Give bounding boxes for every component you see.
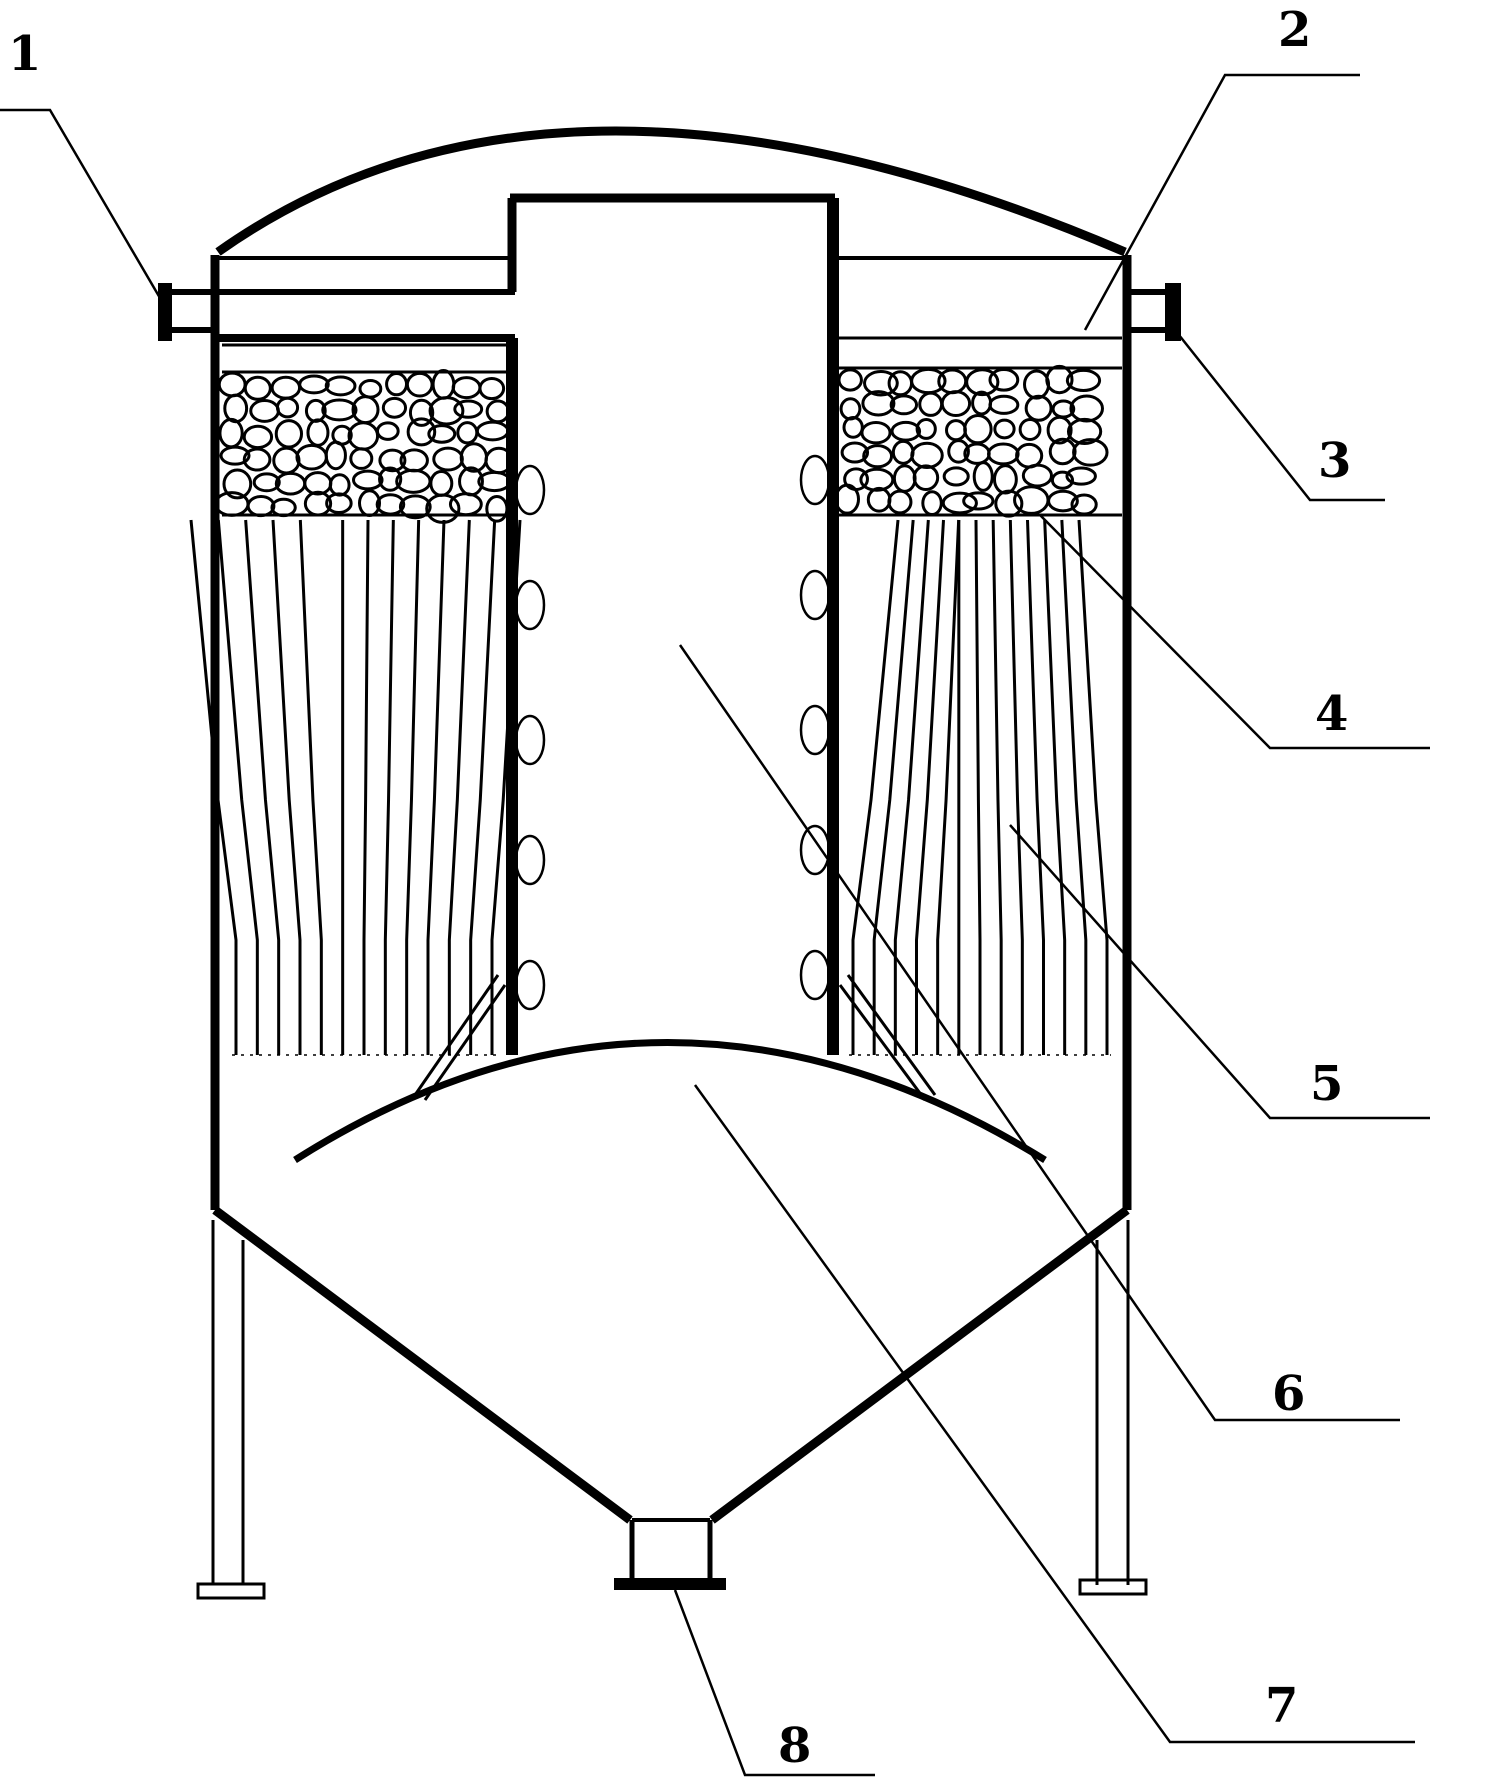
callout-7: 7 bbox=[1265, 1678, 1298, 1734]
conical-hopper bbox=[212, 1206, 1130, 1524]
callout-4: 4 bbox=[1315, 686, 1348, 742]
fiber-bundle-left bbox=[189, 519, 522, 1056]
support-leg-right bbox=[1078, 1220, 1148, 1596]
gravel-layer-left bbox=[214, 343, 514, 524]
drain-outlet bbox=[614, 1518, 726, 1590]
gravel-layer-right bbox=[834, 336, 1122, 518]
gas-bubbles bbox=[514, 454, 831, 1011]
fiber-bundle-right bbox=[849, 519, 1111, 1056]
support-leg-left bbox=[196, 1220, 266, 1600]
callout-1: 1 bbox=[8, 26, 41, 82]
callout-8: 8 bbox=[778, 1718, 811, 1774]
central-column bbox=[506, 193, 839, 1055]
callout-5: 5 bbox=[1310, 1056, 1343, 1112]
inlet-pipe bbox=[158, 283, 515, 342]
outlet-pipe bbox=[1127, 283, 1181, 341]
dome-top bbox=[215, 126, 1127, 257]
callout-6: 6 bbox=[1272, 1366, 1305, 1422]
leader-lines bbox=[0, 73, 1430, 1777]
deflector-cone bbox=[293, 1039, 1047, 1163]
column-support-struts bbox=[413, 974, 937, 1101]
callout-3: 3 bbox=[1318, 433, 1351, 489]
callout-2: 2 bbox=[1278, 2, 1311, 58]
